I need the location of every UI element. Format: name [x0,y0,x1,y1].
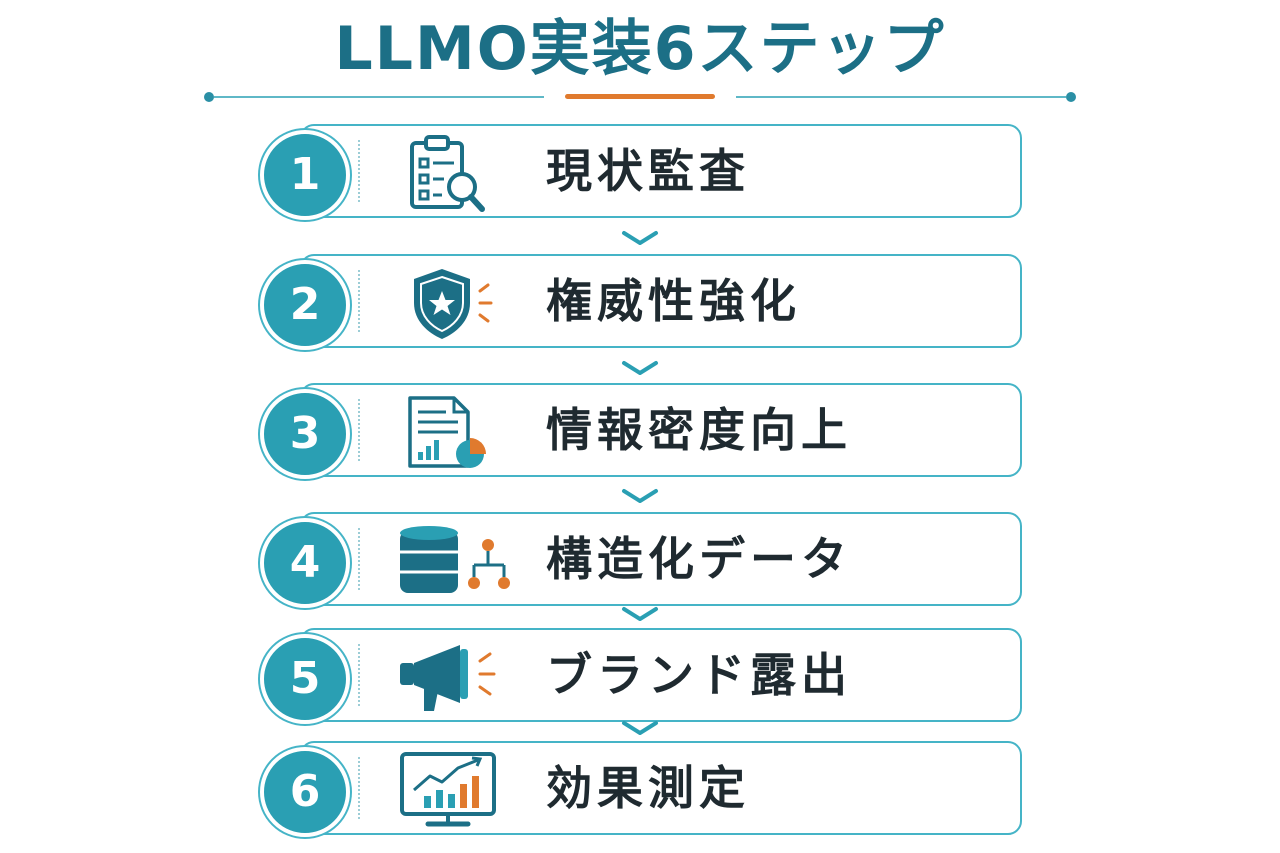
clipboard-search-icon [400,133,512,213]
step-separator [358,644,360,706]
chevron-down-icon [622,361,658,375]
divider-line-right [736,96,1066,98]
step-label: 現状監査 [546,144,750,198]
divider-accent [565,94,715,99]
divider-dot-left [204,92,214,102]
step-label: ブランド露出 [546,648,852,702]
document-chart-icon [400,392,512,472]
step-label: 権威性強化 [546,274,801,328]
chevron-down-icon [622,231,658,245]
chevron-down-icon [622,489,658,503]
step-separator [358,270,360,332]
step-card: 2 権威性強化 [260,254,1022,350]
step-separator [358,399,360,461]
divider-dot-right [1066,92,1076,102]
step-card: 3 情報密度向上 [260,383,1022,479]
step-separator [358,528,360,590]
step-number-badge: 2 [260,260,350,350]
chevron-down-icon [622,721,658,735]
step-number-badge: 5 [260,634,350,724]
chevron-down-icon [622,607,658,621]
step-label: 情報密度向上 [546,403,852,457]
database-hierarchy-icon [400,521,512,601]
step-number-badge: 6 [260,747,350,837]
shield-star-icon [400,263,512,343]
step-number-badge: 3 [260,389,350,479]
page-title: LLMO実装6ステップ [334,14,946,84]
step-separator [358,757,360,819]
step-card: 6 効果測定 [260,741,1022,837]
divider-line-left [214,96,544,98]
step-card: 4 構造化データ [260,512,1022,608]
step-number-badge: 4 [260,518,350,608]
step-separator [358,140,360,202]
step-label: 効果測定 [546,761,750,815]
step-card: 1 現状監査 [260,124,1022,220]
monitor-chart-icon [400,750,512,830]
step-number-badge: 1 [260,130,350,220]
step-label: 構造化データ [546,532,852,586]
step-card: 5 ブランド露出 [260,628,1022,724]
megaphone-icon [400,637,512,717]
